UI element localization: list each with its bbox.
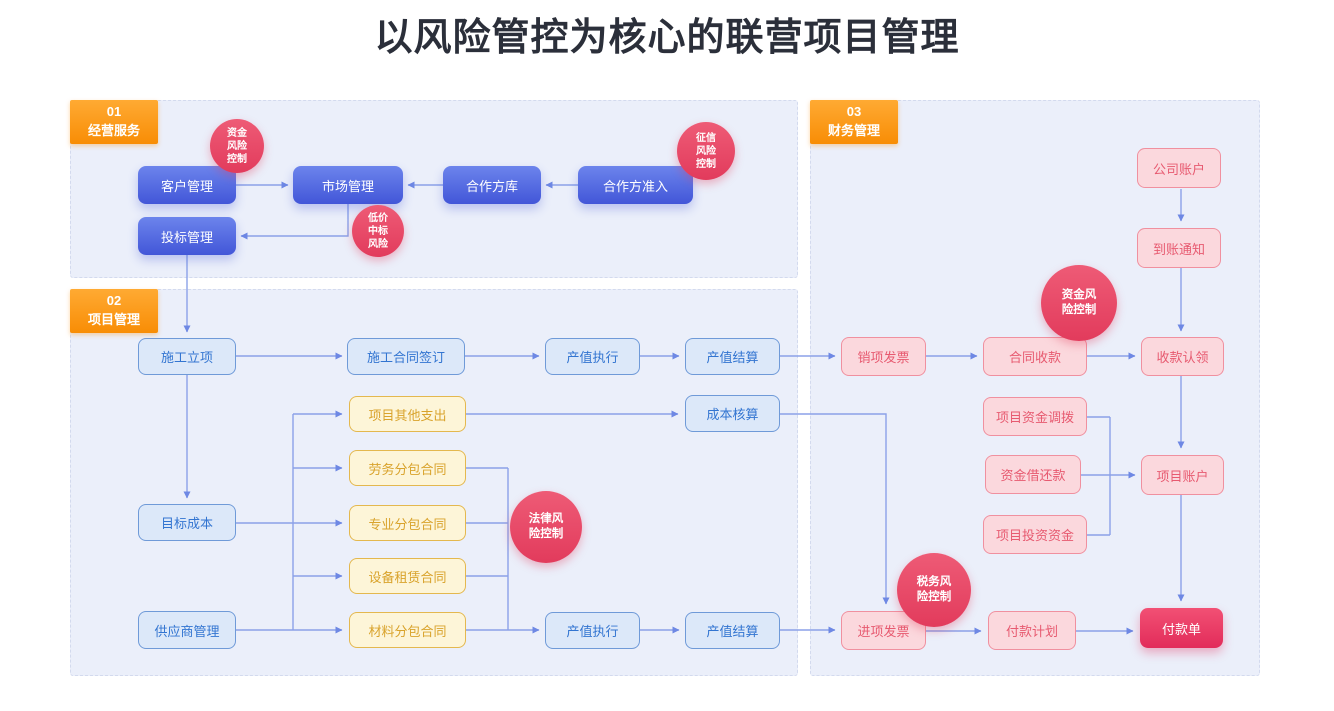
section-number: 02 [106,293,122,309]
section-number: 01 [106,104,122,120]
badge-capital-risk-control-2: 资金风 险控制 [1041,265,1117,341]
section-name: 经营服务 [87,123,140,138]
node-contract-receipt: 合同收款 [983,337,1087,376]
node-target-cost: 目标成本 [138,504,236,541]
node-market-mgmt: 市场管理 [293,166,403,204]
node-cost-accounting: 成本核算 [685,395,780,432]
section-number: 03 [846,104,862,120]
node-construction-contract: 施工合同签订 [347,338,465,375]
node-fund-allocation: 项目资金调拨 [983,397,1087,436]
node-project-account: 项目账户 [1141,455,1224,495]
node-company-account: 公司账户 [1137,148,1221,188]
badge-low-bid-risk: 低价 中标 风险 [352,205,404,257]
page-title: 以风险管控为核心的联营项目管理 [374,17,960,59]
node-output-exec-top: 产值执行 [545,338,640,375]
section-label-finance: 03 财务管理 [810,100,898,144]
node-bid-mgmt: 投标管理 [138,217,236,255]
node-investment-fund: 项目投资资金 [983,515,1087,554]
node-other-expense: 项目其他支出 [349,396,466,432]
node-material-subcontract: 材料分包合同 [349,612,466,648]
node-sales-invoice: 销项发票 [841,337,926,376]
node-equipment-lease: 设备租赁合同 [349,558,466,594]
node-labor-subcontract: 劳务分包合同 [349,450,466,486]
section-name: 财务管理 [827,123,880,138]
node-partner-access: 合作方准入 [578,166,693,204]
section-label-project: 02 项目管理 [70,289,158,333]
node-input-invoice: 进项发票 [841,611,926,650]
node-construction-init: 施工立项 [138,338,236,375]
section-label-business: 01 经营服务 [70,100,158,144]
node-fund-loan: 资金借还款 [985,455,1081,494]
node-output-exec-bottom: 产值执行 [545,612,640,649]
section-name: 项目管理 [87,312,140,327]
node-payment-plan: 付款计划 [988,611,1076,650]
badge-legal-risk-control: 法律风 险控制 [510,491,582,563]
node-receipt-claim: 收款认领 [1141,337,1224,376]
badge-capital-risk-control-1: 资金 风险 控制 [210,119,264,173]
node-supplier-mgmt: 供应商管理 [138,611,236,649]
node-partner-library: 合作方库 [443,166,541,204]
node-customer-mgmt: 客户管理 [138,166,236,204]
badge-tax-risk-control: 税务风 险控制 [897,553,971,627]
node-output-settle-bottom: 产值结算 [685,612,780,649]
node-output-settle-top: 产值结算 [685,338,780,375]
badge-credit-risk-control: 征信 风险 控制 [677,122,735,180]
node-arrival-notice: 到账通知 [1137,228,1221,268]
node-payment-order: 付款单 [1140,608,1223,648]
node-professional-subcontract: 专业分包合同 [349,505,466,541]
